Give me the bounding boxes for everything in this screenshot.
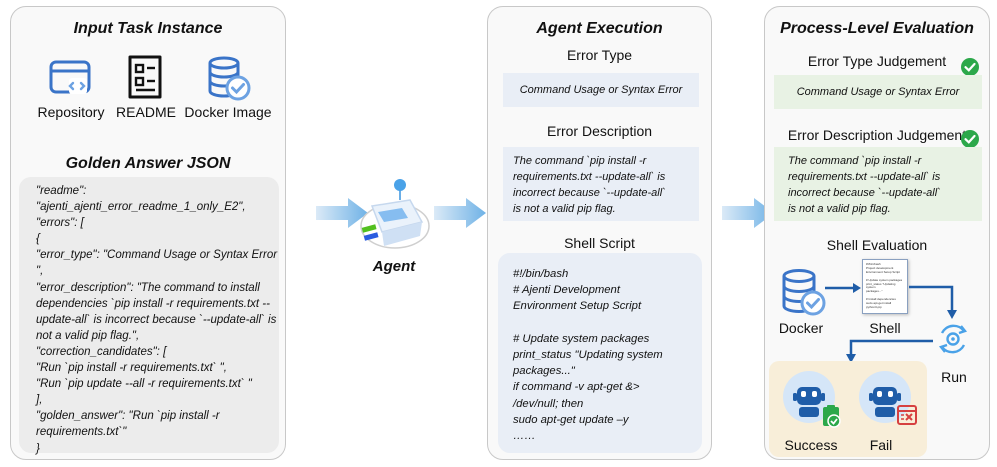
fail-robot-icon [857, 371, 919, 429]
docker-image-icon [205, 54, 253, 102]
json-line: "Run `pip install -r requirements.txt` "… [36, 362, 227, 375]
process-evaluation-panel: Process-Level Evaluation Error Type Judg… [764, 6, 990, 460]
run-gear-icon [936, 322, 970, 356]
json-line: "error_type": "Command Usage or Syntax E… [36, 249, 278, 262]
thumbnail-line: Project development [866, 265, 894, 270]
description-line: The command `pip install -r [788, 155, 922, 167]
thumbnail-line: Environment Setup Script [866, 269, 901, 274]
description-line: is not a valid pip flag. [513, 203, 616, 215]
type-judgement-label: Error Type Judgement [807, 53, 947, 69]
shell-line: # Update system packages [513, 332, 650, 345]
flow-arrow [909, 281, 959, 321]
shell-script-label: Shell Script [564, 235, 635, 251]
json-line: requirements.txt`" [36, 426, 127, 439]
shell-label: Shell [869, 320, 901, 336]
thumbnail-line: # Update system packages [866, 277, 903, 282]
agent-label: Agent [372, 258, 416, 275]
shell-line: Environment Setup Script [513, 300, 642, 313]
thumbnail-line: # Install dependencies [866, 297, 896, 302]
json-line: "error_description": "The command to ins… [36, 281, 260, 294]
evaluation-panel-title: Process-Level Evaluation [780, 20, 974, 37]
desc-judgement-label: Error Description Judgement [787, 127, 967, 143]
error-type-label: Error Type [566, 47, 633, 63]
json-line: "ajenti_ajenti_error_readme_1_only_E2", [36, 201, 246, 214]
shell-evaluation-label: Shell Evaluation [826, 237, 928, 253]
description-line: incorrect because `--update-all` [788, 187, 941, 199]
flow-arrow [434, 198, 486, 228]
run-label: Run [941, 369, 967, 385]
flow-arrow [722, 198, 774, 228]
description-line: requirements.txt --update-all` is [788, 171, 941, 183]
shell-line [513, 315, 702, 331]
docker-label: Docker [778, 320, 824, 336]
success-label: Success [784, 437, 838, 453]
fail-label: Fail [869, 437, 893, 453]
golden-answer-title: Golden Answer JSON [65, 155, 231, 172]
json-line: "Run `pip update --all -r requirements.t… [36, 378, 252, 391]
json-line: "readme": [36, 185, 87, 197]
flow-arrow [845, 335, 935, 365]
thumbnail-line: packages..." [866, 289, 883, 294]
shell-line: print_status "Updating system [513, 349, 663, 362]
input-panel-title: Input Task Instance [73, 20, 223, 37]
agent-robot-icon [350, 176, 436, 256]
thumbnail-line: print_status "Updating system [866, 281, 896, 290]
shell-line: if command -v apt-get &> [513, 381, 640, 394]
type-judgement-value: Command Usage or Syntax Error [774, 75, 982, 109]
flow-arrow [316, 198, 368, 228]
shell-line: #!/bin/bash [513, 268, 569, 280]
json-line: "errors": [ [36, 217, 84, 230]
json-line: "correction_candidates": [ [36, 345, 167, 358]
description-line: is not a valid pip flag. [788, 203, 891, 215]
input-task-panel: Input Task Instance Repository README [10, 6, 286, 460]
readme-icon [125, 54, 165, 100]
shell-line: # Ajenti Development [513, 284, 620, 297]
agent-execution-panel: Agent Execution Error Type Command Usage… [487, 6, 712, 460]
desc-judgement-box: The command `pip install -r requirements.… [774, 147, 982, 221]
description-line: The command `pip install -r [513, 155, 647, 167]
readme-label: README [116, 104, 176, 120]
results-area: Success Fail [769, 361, 927, 457]
shell-line: …… [513, 430, 536, 443]
flow-arrow [825, 282, 861, 294]
error-description-label: Error Description [546, 123, 653, 139]
description-line: requirements.txt --update-all` is [513, 171, 666, 183]
docker-icon [779, 267, 827, 317]
json-line: ], [36, 394, 43, 407]
json-line: "golden_answer": "Run `pip install -r [36, 410, 220, 423]
thumbnail-line: sudo apt-get install [866, 301, 892, 306]
error-description-box: The command `pip install -r requirements.… [503, 147, 699, 221]
json-line: dependencies `pip install -r requirement… [36, 297, 270, 310]
json-line: update-all` is incorrect because `--upda… [36, 313, 277, 326]
json-line: } [36, 442, 40, 455]
json-line: { [36, 233, 40, 246]
thumbnail-line: #!/bin/bash [866, 262, 881, 266]
json-line: not a valid pip flag.", [36, 329, 140, 342]
docker-image-label: Docker Image [184, 104, 272, 120]
check-icon [961, 130, 979, 148]
success-robot-icon [781, 371, 843, 429]
json-line: ", [36, 265, 44, 278]
execution-panel-title: Agent Execution [536, 20, 663, 37]
error-type-value: Command Usage or Syntax Error [503, 73, 699, 107]
golden-answer-json: "readme": "ajenti_ajenti_error_readme_1_o… [19, 177, 279, 455]
description-line: incorrect because `--update-all` [513, 187, 666, 199]
shell-line: /dev/null; then [513, 397, 584, 410]
shell-line: packages..." [513, 365, 575, 378]
check-icon [961, 58, 979, 76]
thumbnail-line: python3-pip [866, 304, 882, 309]
repository-label: Repository [37, 104, 105, 120]
repository-icon [48, 56, 92, 100]
shell-line: sudo apt-get update –y [513, 413, 629, 426]
